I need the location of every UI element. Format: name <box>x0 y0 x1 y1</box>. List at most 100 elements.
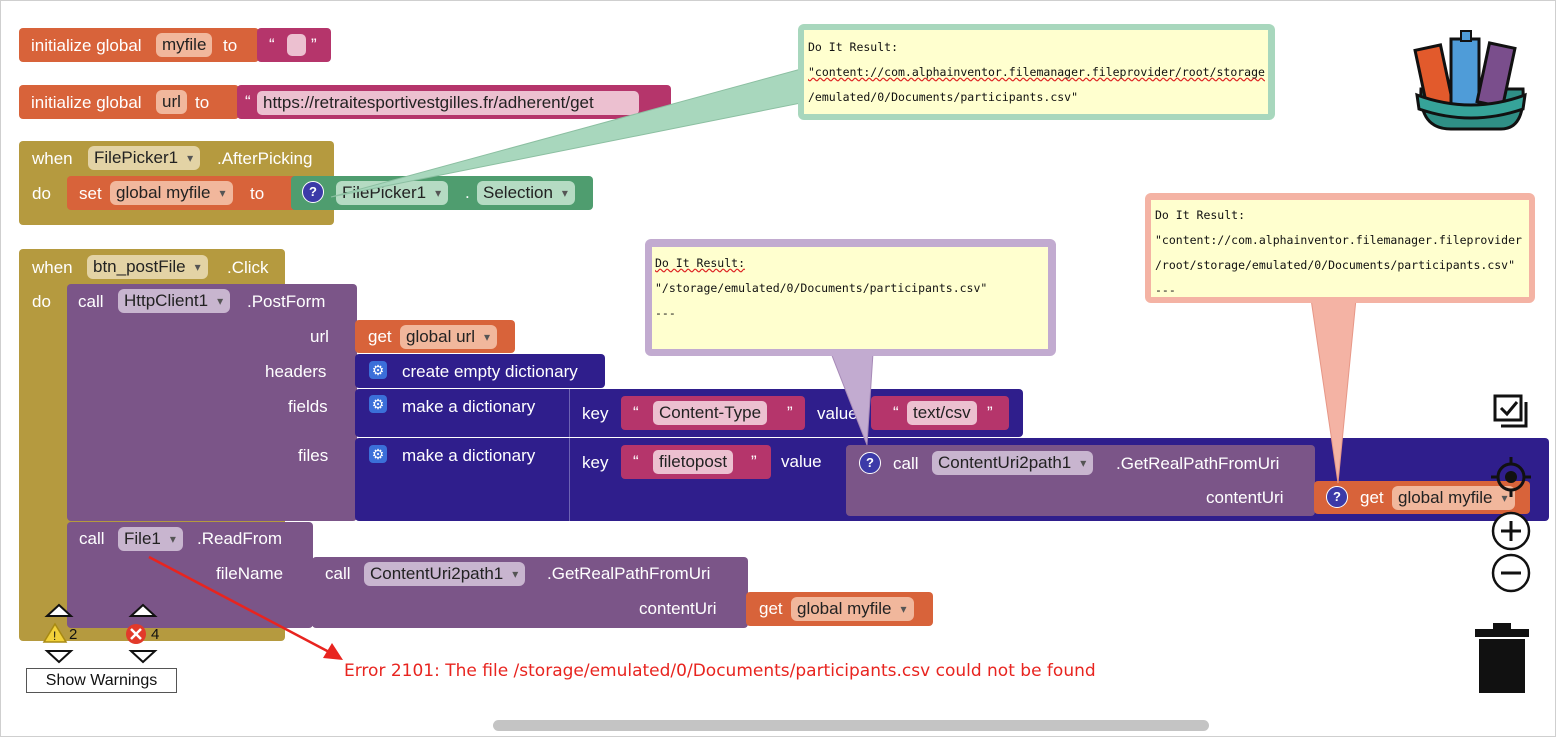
value-label: value <box>781 452 822 471</box>
bubble-line-2: --- <box>655 306 676 320</box>
get-var-dropdown[interactable]: global myfile <box>1392 486 1515 510</box>
horizontal-scrollbar[interactable] <box>493 720 1209 731</box>
init-myfile-block[interactable]: initialize global myfile to <box>19 28 259 62</box>
url-string-field[interactable]: https://retraitesportivestgilles.fr/adhe… <box>257 91 639 115</box>
next-warning-arrow[interactable] <box>44 649 74 665</box>
value-label: value <box>817 404 858 423</box>
init-label: initialize global <box>31 93 142 112</box>
filetopost-string-block[interactable]: “ filetopost ” <box>621 445 771 479</box>
var-name-field[interactable]: url <box>156 90 187 114</box>
property-dropdown[interactable]: Selection <box>477 181 575 205</box>
prev-error-arrow[interactable] <box>128 603 158 619</box>
gear-icon[interactable]: ⚙ <box>369 445 387 463</box>
error-message: Error 2101: The file /storage/emulated/0… <box>344 661 1096 681</box>
gear-icon[interactable]: ⚙ <box>369 361 387 379</box>
component-dropdown[interactable]: FilePicker1 <box>336 181 449 205</box>
string-field[interactable]: filetopost <box>653 450 734 474</box>
open-quote: “ <box>269 35 275 54</box>
set-var-dropdown[interactable]: global myfile <box>110 181 233 205</box>
call-label: call <box>79 529 105 548</box>
do-it-result-bubble-salmon[interactable]: Do It Result: "content://com.alphainvent… <box>1145 193 1535 303</box>
warnings-indicator: ! 2 4 <box>39 601 169 667</box>
readfrom-call-block[interactable]: call File1 .ReadFrom fileName <box>67 522 313 628</box>
do-label: do <box>32 292 51 311</box>
bubble-title: Do It Result: <box>655 256 746 270</box>
bubble-title: Do It Result: <box>808 40 899 54</box>
svg-text:!: ! <box>53 629 56 643</box>
do-it-result-bubble-green[interactable]: Do It Result: "content://com.alphainvent… <box>798 24 1275 120</box>
filepicker-selection-getter[interactable]: ? FilePicker1 . Selection <box>291 176 593 210</box>
text-csv-string-block[interactable]: “ text/csv ” <box>871 396 1009 430</box>
backpack-icon[interactable] <box>1411 29 1529 133</box>
checkbox-stack-icon[interactable] <box>1493 394 1529 430</box>
getrealpath-call-block[interactable]: ? call ContentUri2path1 .GetRealPathFrom… <box>846 445 1315 516</box>
key-label: key <box>582 404 609 423</box>
component-dropdown[interactable]: btn_postFile <box>87 255 208 279</box>
open-quote: “ <box>245 92 251 111</box>
string-field[interactable]: text/csv <box>907 401 977 425</box>
bubble-line-3: --- <box>1155 283 1176 297</box>
dict-label: make a dictionary <box>402 397 536 416</box>
help-icon[interactable]: ? <box>302 181 324 203</box>
create-empty-dictionary-block[interactable]: ⚙ create empty dictionary <box>355 354 605 388</box>
help-icon[interactable]: ? <box>1326 486 1348 508</box>
empty-string-field[interactable] <box>287 34 306 56</box>
get-global-myfile-block[interactable]: ? get global myfile <box>1314 481 1530 514</box>
component-dropdown[interactable]: FilePicker1 <box>88 146 201 170</box>
show-warnings-button[interactable]: Show Warnings <box>26 668 177 693</box>
do-it-result-bubble-purple[interactable]: Do It Result: "/storage/emulated/0/Docum… <box>645 239 1056 356</box>
to-label: to <box>195 93 210 112</box>
gear-icon[interactable]: ⚙ <box>369 395 387 413</box>
target-icon[interactable] <box>1490 456 1532 498</box>
init-url-block[interactable]: initialize global url to <box>19 85 239 119</box>
close-quote: ” <box>751 452 757 471</box>
get-label: get <box>368 327 392 346</box>
component-dropdown[interactable]: File1 <box>118 527 183 551</box>
get-var-dropdown[interactable]: global url <box>400 325 497 349</box>
headers-socket-label: headers <box>265 362 327 381</box>
contenturi-socket-label: contentUri <box>1206 488 1284 507</box>
open-quote: “ <box>633 452 639 471</box>
var-name-field[interactable]: myfile <box>156 33 213 57</box>
inner-getrealpath-call-block[interactable]: call ContentUri2path1 .GetRealPathFromUr… <box>312 557 748 628</box>
url-socket-label: url <box>310 327 329 346</box>
bubble-line-2: /root/storage/emulated/0/Documents/parti… <box>1155 258 1516 272</box>
string-field[interactable]: Content-Type <box>653 401 768 425</box>
method-label: .GetRealPathFromUri <box>1116 454 1280 473</box>
get-var-dropdown[interactable]: global myfile <box>791 597 914 621</box>
prev-warning-arrow[interactable] <box>44 603 74 619</box>
zoom-out-icon[interactable] <box>1491 553 1531 593</box>
warning-icon: ! <box>42 622 68 643</box>
postform-call-block[interactable]: call HttpClient1 .PostForm url headers f… <box>67 284 357 521</box>
event-label: .AfterPicking <box>217 149 313 168</box>
key-label: key <box>582 453 609 472</box>
dict-label: create empty dictionary <box>402 362 578 381</box>
component-dropdown[interactable]: ContentUri2path1 <box>364 562 526 586</box>
warning-count: 2 <box>69 626 78 643</box>
dot-label: . <box>465 183 470 202</box>
help-icon[interactable]: ? <box>859 452 881 474</box>
trash-icon[interactable] <box>1473 621 1531 693</box>
dict-label: make a dictionary <box>402 446 536 465</box>
get-global-url-block[interactable]: get global url <box>355 320 515 353</box>
get-global-myfile-block-2[interactable]: get global myfile <box>746 592 933 626</box>
method-label: .ReadFrom <box>197 529 283 548</box>
next-error-arrow[interactable] <box>128 649 158 665</box>
pair-divider <box>569 389 570 437</box>
method-label: .GetRealPathFromUri <box>547 564 711 583</box>
fields-socket-label: fields <box>288 397 328 416</box>
url-string-block[interactable]: “ https://retraitesportivestgilles.fr/ad… <box>237 85 671 119</box>
when-label: when <box>32 258 73 277</box>
content-type-string-block[interactable]: “ Content-Type ” <box>621 396 805 430</box>
component-dropdown[interactable]: HttpClient1 <box>118 289 231 313</box>
event-label: .Click <box>227 258 269 277</box>
set-global-block[interactable]: set global myfile to <box>67 176 297 210</box>
close-quote: ” <box>311 35 317 54</box>
zoom-in-icon[interactable] <box>1491 511 1531 551</box>
files-socket-label: files <box>298 446 329 465</box>
component-dropdown[interactable]: ContentUri2path1 <box>932 451 1094 475</box>
empty-string-block[interactable]: “ ” <box>257 28 331 62</box>
